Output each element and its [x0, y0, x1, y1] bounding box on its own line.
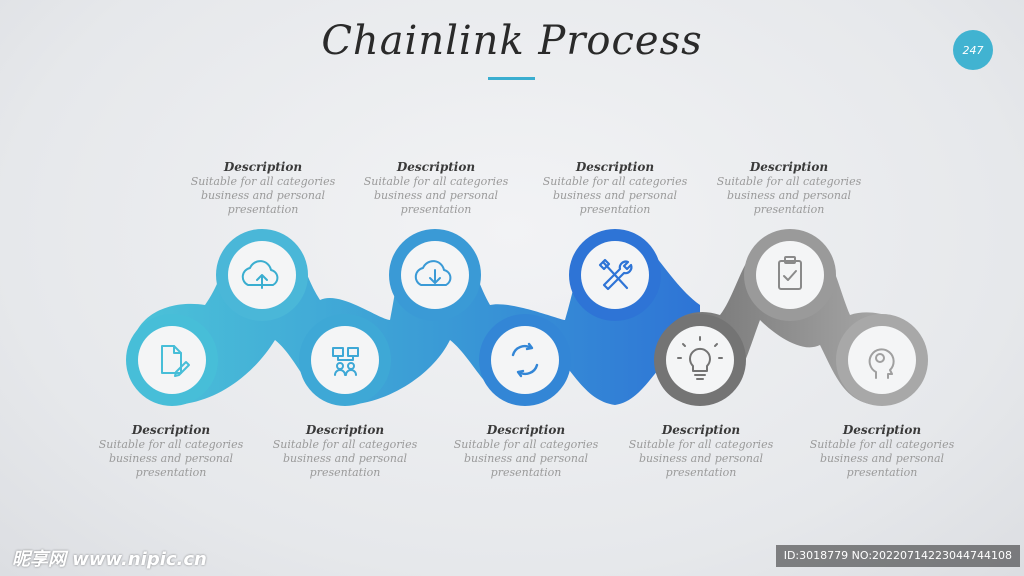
lightbulb-icon	[677, 336, 723, 380]
title-underline	[488, 77, 535, 80]
step-desc-top-1: Description Suitable for all categories …	[178, 160, 348, 217]
step-body: Suitable for all categories business and…	[716, 175, 862, 216]
watermark-id-text: ID:3018779 NO:20220714223044744108	[775, 545, 1020, 567]
step-node-1-bottom	[126, 314, 218, 406]
watermark-logo-text: 昵享网 www.nipic.cn	[12, 549, 207, 570]
step-desc-bottom-1: Description Suitable for all categories …	[86, 423, 256, 480]
step-body: Suitable for all categories business and…	[809, 438, 955, 479]
step-heading: Description	[131, 423, 211, 437]
step-body: Suitable for all categories business and…	[542, 175, 688, 216]
head-gear-icon	[868, 348, 895, 379]
step-node-4-bottom	[654, 314, 746, 406]
clipboard-check-icon	[778, 256, 802, 290]
step-heading: Description	[486, 423, 566, 437]
step-body: Suitable for all categories business and…	[272, 438, 418, 479]
step-body: Suitable for all categories business and…	[190, 175, 336, 216]
document-edit-icon	[161, 345, 190, 377]
step-desc-bottom-3: Description Suitable for all categories …	[441, 423, 611, 480]
step-heading: Description	[305, 423, 385, 437]
step-node-3-bottom	[479, 314, 571, 406]
step-heading: Description	[223, 160, 303, 174]
tools-icon	[598, 258, 633, 291]
step-node-5-bottom	[836, 314, 928, 406]
step-heading: Description	[661, 423, 741, 437]
step-desc-top-4: Description Suitable for all categories …	[704, 160, 874, 217]
step-body: Suitable for all categories business and…	[363, 175, 509, 216]
step-heading: Description	[842, 423, 922, 437]
step-desc-top-3: Description Suitable for all categories …	[530, 160, 700, 217]
cloud-upload-icon	[241, 260, 279, 289]
step-body: Suitable for all categories business and…	[628, 438, 774, 479]
step-body: Suitable for all categories business and…	[98, 438, 244, 479]
step-heading: Description	[749, 160, 829, 174]
step-node-4-top	[744, 229, 836, 321]
step-body: Suitable for all categories business and…	[453, 438, 599, 479]
refresh-icon	[511, 342, 539, 378]
step-desc-bottom-2: Description Suitable for all categories …	[260, 423, 430, 480]
cloud-download-icon	[414, 260, 452, 286]
page-title: Chainlink Process	[321, 18, 703, 64]
step-desc-bottom-4: Description Suitable for all categories …	[616, 423, 786, 480]
step-heading: Description	[396, 160, 476, 174]
step-desc-top-2: Description Suitable for all categories …	[351, 160, 521, 217]
step-desc-bottom-5: Description Suitable for all categories …	[797, 423, 967, 480]
team-structure-icon	[332, 347, 359, 376]
page-number-badge: 247	[953, 30, 993, 70]
step-heading: Description	[575, 160, 655, 174]
